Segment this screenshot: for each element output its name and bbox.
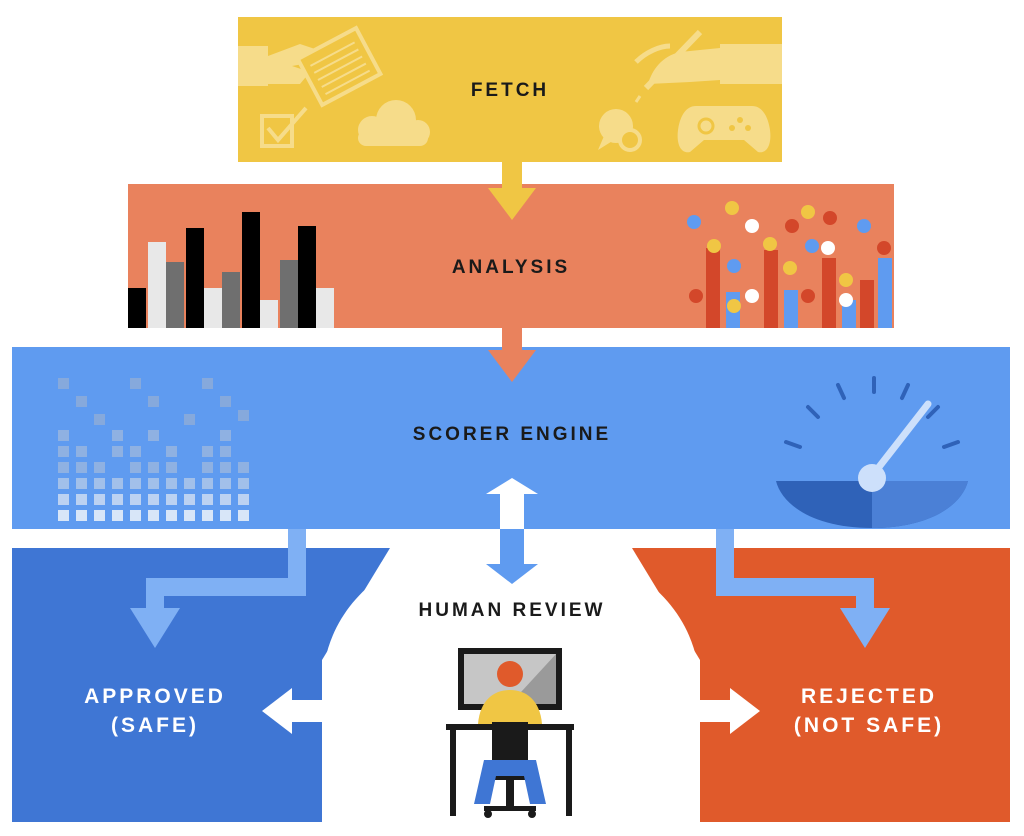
scorer-engine-label: SCORER ENGINE: [412, 424, 612, 445]
fetch-to-analysis-arrow: [488, 160, 536, 220]
cloud-icon: [358, 100, 430, 146]
chat-bubbles-icon: [598, 109, 642, 152]
rejected-label: REJECTED (NOT SAFE): [754, 682, 984, 740]
rejected-label-line1: REJECTED: [800, 685, 938, 708]
approved-label: APPROVED (SAFE): [40, 682, 270, 740]
bar-chart-icon: [128, 212, 334, 328]
fetch-label: FETCH: [470, 80, 550, 101]
human-review-label: HUMAN REVIEW: [418, 600, 606, 621]
review-to-rejected-arrow: [698, 688, 760, 734]
rejected-label-line2: (NOT SAFE): [793, 714, 945, 737]
checkbox-icon: [260, 106, 308, 148]
gauge-icon: [776, 376, 968, 528]
person-at-computer-icon: [446, 648, 574, 818]
analysis-to-scorer-arrow: [488, 326, 536, 382]
review-to-approved-arrow: [262, 688, 324, 734]
dot-plot-icon: [687, 201, 892, 328]
scorer-human-review-two-way-arrow: [486, 478, 538, 584]
analysis-label: ANALYSIS: [451, 257, 571, 278]
gamepad-icon: [677, 106, 771, 153]
approved-label-line2: (SAFE): [111, 714, 199, 737]
pixel-equalizer-icon: [58, 378, 249, 521]
scorer-to-rejected-arrow: [716, 529, 890, 648]
hand-with-pen-icon: [634, 29, 782, 103]
approved-label-line1: APPROVED: [84, 685, 226, 708]
hand-with-document-icon: [238, 25, 384, 108]
scorer-to-approved-arrow: [130, 529, 306, 648]
